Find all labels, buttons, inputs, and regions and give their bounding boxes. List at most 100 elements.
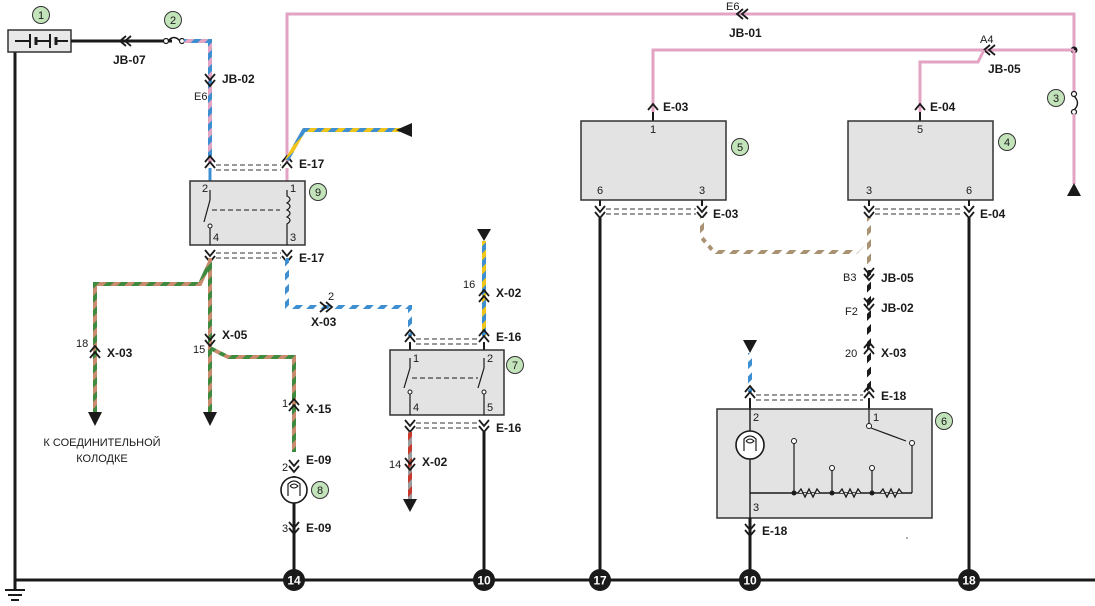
connector-label: X-15 xyxy=(306,402,332,416)
component-badge: 4 xyxy=(998,133,1016,151)
arrow-down-icon xyxy=(743,340,757,353)
svg-text:1: 1 xyxy=(38,10,44,22)
svg-text:4: 4 xyxy=(1004,137,1010,149)
ground-badge: 10 xyxy=(473,569,495,591)
pin-number: 2 xyxy=(487,353,493,365)
svg-text:8: 8 xyxy=(317,485,323,497)
svg-text:17: 17 xyxy=(593,574,607,588)
lamp-8-icon xyxy=(280,476,308,504)
component-6 xyxy=(716,408,933,519)
svg-text:6: 6 xyxy=(941,416,947,428)
component-4 xyxy=(847,120,994,201)
arrow-up-icon xyxy=(1067,183,1081,196)
connector-label: X-03 xyxy=(107,346,133,360)
component-badge: 2 xyxy=(164,11,182,29)
connector-label: JB-01 xyxy=(729,26,762,40)
svg-text:2: 2 xyxy=(170,15,176,27)
connector-label: 20 xyxy=(845,348,857,360)
connector-label: JB-05 xyxy=(881,271,914,285)
arrow-down-icon xyxy=(477,229,491,241)
connector-label: 3 xyxy=(282,523,288,535)
lamp-6-icon xyxy=(735,409,765,518)
connector-label: E-09 xyxy=(306,521,332,535)
connector-label: E-16 xyxy=(496,421,522,435)
ground-bus xyxy=(5,40,1095,601)
pin-number: 2 xyxy=(753,412,759,424)
component-badge: 5 xyxy=(731,138,749,156)
connector-label: X-02 xyxy=(496,286,522,300)
connector-label: E-04 xyxy=(930,100,956,114)
connector-label: JB-07 xyxy=(113,53,146,67)
component-badge: 7 xyxy=(506,356,524,374)
pin-number: 4 xyxy=(213,232,219,244)
battery xyxy=(7,29,72,53)
ground-badge: 10 xyxy=(739,569,761,591)
component-5 xyxy=(580,120,727,201)
svg-text:7: 7 xyxy=(512,360,518,372)
component-badge: 1 xyxy=(32,6,50,24)
pin-number: 1 xyxy=(290,183,296,195)
connector-label: F2 xyxy=(845,306,858,318)
pin-number: 2 xyxy=(202,183,208,195)
caption-line: К СОЕДИНИТЕЛЬНОЙ xyxy=(43,436,160,449)
connector-label: E6 xyxy=(726,1,739,13)
pin-number: 1 xyxy=(873,412,879,424)
component-badge: 3 xyxy=(1047,89,1065,107)
connector-label: 2 xyxy=(282,462,288,474)
connector-label: JB-02 xyxy=(881,301,914,315)
pin-number: 3 xyxy=(753,502,759,514)
connector-label: X-02 xyxy=(422,455,448,469)
component-badge: 8 xyxy=(311,481,329,499)
arrow-down-icon xyxy=(403,499,417,512)
relay-9 xyxy=(189,180,306,246)
pin-number: 4 xyxy=(413,402,419,414)
ground-badge: 18 xyxy=(958,569,980,591)
connector-label: JB-02 xyxy=(222,72,255,86)
pin-number: 6 xyxy=(966,185,972,197)
connector-label: 15 xyxy=(193,344,205,356)
connector-label: X-03 xyxy=(881,346,907,360)
connector-label: B3 xyxy=(843,272,856,284)
connector-label: E-17 xyxy=(299,157,325,171)
pin-number: 3 xyxy=(866,185,872,197)
connector-label: X-03 xyxy=(311,315,337,329)
svg-text:5: 5 xyxy=(737,142,743,154)
pin-number: 1 xyxy=(413,353,419,365)
component-badge: 6 xyxy=(935,412,953,430)
pin-number: 6 xyxy=(597,185,603,197)
connector-label: 18 xyxy=(76,338,88,350)
caption-line: КОЛОДКЕ xyxy=(76,453,127,465)
rheostat-icon xyxy=(750,409,915,499)
svg-text:3: 3 xyxy=(1053,93,1059,105)
pin-number: 3 xyxy=(290,232,296,244)
connector-label: E-18 xyxy=(762,524,788,538)
ground-badge: 17 xyxy=(589,569,611,591)
connector-label: E-17 xyxy=(299,251,325,265)
connector-label: X-05 xyxy=(222,328,248,342)
arrow-down-icon xyxy=(203,412,217,426)
connector-label: E-04 xyxy=(980,207,1006,221)
connector-label: E-03 xyxy=(713,207,739,221)
svg-text:10: 10 xyxy=(743,574,757,588)
pin-number: 1 xyxy=(650,124,656,136)
fuse-3-icon xyxy=(1070,90,1079,116)
arrow-left-icon xyxy=(396,123,412,137)
connector-label: E-03 xyxy=(663,100,689,114)
connector-label: E6 xyxy=(194,91,207,103)
svg-text:9: 9 xyxy=(315,187,321,199)
coil-icon xyxy=(285,190,291,245)
connector-label: 14 xyxy=(389,459,401,471)
svg-text:18: 18 xyxy=(962,574,976,588)
svg-text:10: 10 xyxy=(477,574,491,588)
ground-badge: 14 xyxy=(283,569,305,591)
connector-label: 2 xyxy=(328,291,334,303)
pin-number: 5 xyxy=(487,402,493,414)
connector-label: 16 xyxy=(463,279,475,291)
connector-label: E-16 xyxy=(496,330,522,344)
pin-number: 3 xyxy=(699,185,705,197)
arrow-down-icon xyxy=(88,412,102,426)
svg-text:14: 14 xyxy=(287,574,301,588)
pin-number: 5 xyxy=(917,124,923,136)
connector-label: 1 xyxy=(282,398,288,410)
